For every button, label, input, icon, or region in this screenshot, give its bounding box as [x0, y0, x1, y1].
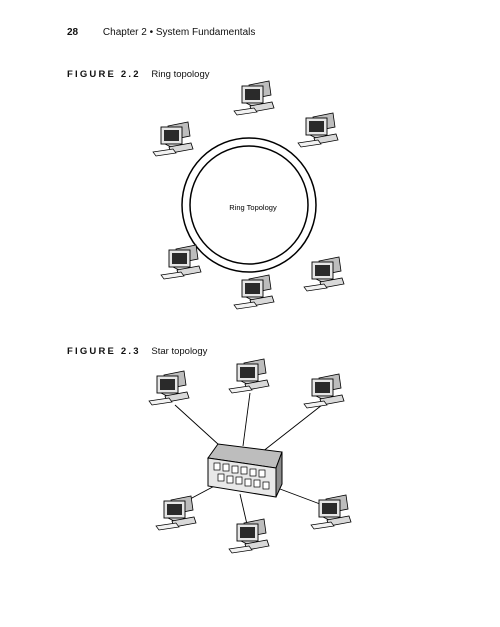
- star-topology-diagram: [148, 358, 352, 554]
- ring-computer-icon: [233, 274, 275, 310]
- ring-outer-circle: [181, 137, 317, 273]
- star-link-line: [242, 392, 251, 447]
- figure-2-3-caption: FIGURE 2.3 Star topology: [67, 346, 207, 357]
- ring-computer-icon: [233, 80, 275, 116]
- network-hub-icon: [207, 443, 283, 498]
- figure-2-2-caption: FIGURE 2.2 Ring topology: [67, 69, 210, 80]
- ring-computer-icon: [160, 244, 202, 280]
- ring-computer-icon: [303, 256, 345, 292]
- ring-computer-icon: [297, 112, 339, 148]
- chapter-title: Chapter 2 • System Fundamentals: [102, 27, 256, 38]
- ring-inner-circle: [189, 145, 309, 265]
- star-computer-icon: [228, 358, 270, 394]
- star-computer-icon: [148, 370, 190, 406]
- figure-2-2-label: FIGURE 2.2: [67, 69, 141, 80]
- star-link-line: [261, 404, 323, 453]
- figure-2-3-label: FIGURE 2.3: [67, 346, 141, 357]
- star-computer-icon: [155, 495, 197, 531]
- page-number: 28: [67, 27, 79, 38]
- ring-center-label: Ring Topology: [229, 203, 277, 212]
- ring-computer-icon: [152, 121, 194, 157]
- star-computer-icon: [228, 518, 270, 554]
- page-header: 28 Chapter 2 • System Fundamentals: [67, 27, 255, 38]
- ring-topology-diagram: Ring Topology: [152, 80, 345, 310]
- star-computer-icon: [303, 373, 345, 409]
- star-computer-icon: [310, 494, 352, 530]
- figure-2-3-title: Star topology: [151, 346, 208, 357]
- figure-2-2-title: Ring topology: [151, 69, 210, 80]
